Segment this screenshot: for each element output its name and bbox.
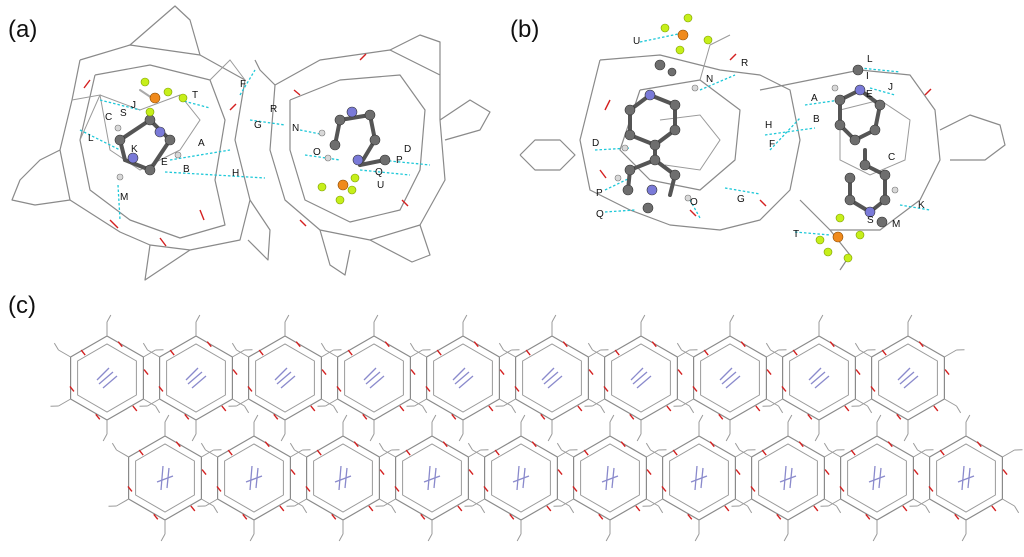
contact-label-s: S [120, 108, 127, 119]
packing-cage [731, 414, 845, 542]
packing-cage [228, 314, 342, 442]
contact-label-h: H [765, 120, 772, 131]
panel-a-framework-right [254, 34, 491, 276]
contact-label-b: B [183, 164, 190, 175]
contact-label-f: F [769, 139, 775, 150]
packing-cage [553, 414, 667, 542]
packing-cage [495, 314, 609, 442]
contact-label-a: A [198, 138, 205, 149]
contact-label-a: A [811, 93, 818, 104]
contact-label-q: Q [375, 167, 383, 178]
contact-label-s: S [867, 215, 874, 226]
panel-a-contact-labels: JSC T L K E A B M F RG N H O DP QU [88, 79, 411, 203]
panel-b-guest-left [614, 13, 713, 214]
contact-label-r: R [270, 104, 277, 115]
contact-label-t: T [793, 229, 799, 240]
contact-label-r: R [741, 58, 748, 69]
contact-label-j: J [131, 100, 136, 111]
contact-label-k: K [131, 144, 138, 155]
panel-b-framework [519, 34, 1006, 271]
contact-label-d: D [404, 144, 411, 155]
contact-label-f: F [240, 79, 246, 90]
panel-label-c: (c) [8, 292, 36, 319]
packing-cage [197, 414, 311, 542]
contact-label-p: P [596, 188, 603, 199]
contact-label-u: U [633, 36, 640, 47]
packing-cage [584, 314, 698, 442]
panel-b-structure: U N R LI J A E H B F D C P G O K Q S M T [519, 13, 1006, 271]
contact-label-j: J [888, 82, 893, 93]
contact-label-p: P [396, 155, 403, 166]
contact-label-n: N [706, 74, 713, 85]
contact-label-o: O [690, 197, 698, 208]
panel-b-guest-right [815, 64, 899, 263]
contact-label-q: Q [596, 209, 604, 220]
packing-cage [108, 414, 222, 542]
packing-cage [464, 414, 578, 542]
contact-label-k: K [918, 200, 925, 211]
packing-cage [909, 414, 1023, 542]
panel-label-b: (b) [510, 16, 540, 43]
contact-label-i: I [866, 71, 869, 82]
panel-a-guest-left [114, 77, 188, 181]
contact-label-e: E [866, 89, 873, 100]
packing-cage [820, 414, 934, 542]
packing-cage [317, 314, 431, 442]
contact-label-m: M [892, 219, 900, 230]
packing-cage [139, 314, 253, 442]
contact-label-t: T [192, 90, 198, 101]
panel-label-a: (a) [8, 16, 38, 43]
packing-cage [762, 314, 876, 442]
contact-label-c: C [888, 152, 895, 163]
contact-label-g: G [254, 120, 262, 131]
packing-cage [406, 314, 520, 442]
contact-label-c: C [105, 112, 112, 123]
contact-label-n: N [292, 123, 299, 134]
packing-cage [50, 314, 164, 442]
contact-label-d: D [592, 138, 599, 149]
packing-cage [375, 414, 489, 542]
panel-a-guest-right [317, 106, 391, 205]
panel-c-packing [50, 314, 1023, 542]
contact-label-g: G [737, 194, 745, 205]
contact-label-l: L [88, 133, 94, 144]
contact-label-m: M [120, 192, 128, 203]
packing-cage [286, 414, 400, 542]
contact-label-l: L [867, 54, 873, 65]
packing-cage [642, 414, 756, 542]
contact-label-e: E [161, 157, 168, 168]
packing-cage [673, 314, 787, 442]
contact-label-u: U [377, 180, 384, 191]
panel-b-contact-labels: U N R LI J A E H B F D C P G O K Q S M T [592, 36, 925, 240]
contact-label-h: H [232, 168, 239, 179]
panel-a-framework-left [11, 5, 271, 281]
packing-cage [851, 314, 965, 442]
contact-label-o: O [313, 147, 321, 158]
contact-label-b: B [813, 114, 820, 125]
panel-b-hydrogen-bonds [594, 33, 931, 236]
panel-a-structure: JSC T L K E A B M F RG N H O DP QU [11, 5, 491, 281]
